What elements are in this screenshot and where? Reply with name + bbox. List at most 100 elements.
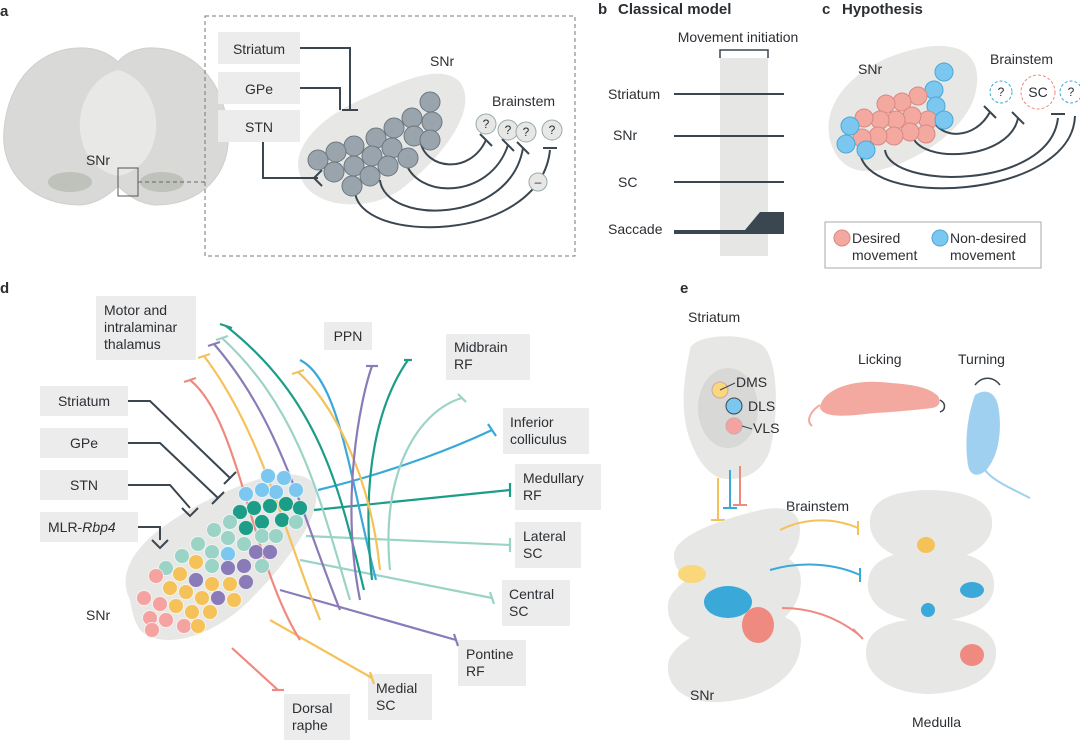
d-mlr-prefix: MLR- xyxy=(48,519,83,535)
neuron xyxy=(268,528,284,544)
neuron xyxy=(236,536,252,552)
neuron xyxy=(220,546,236,562)
c-legend-box xyxy=(824,221,1042,269)
e-striatum-label: Striatum xyxy=(688,309,740,325)
panel-e: e Striatum DMS DLS VLS Licking Turning B xyxy=(667,280,1031,730)
d-pontine-rf-1: Pontine xyxy=(466,646,514,662)
neuron xyxy=(222,576,238,592)
neuron xyxy=(172,566,188,582)
neuron xyxy=(236,558,252,574)
neuron xyxy=(246,500,262,516)
e-turning-mouse-icon xyxy=(966,377,1031,499)
projection-terminal xyxy=(488,591,496,605)
panel-b-title: Classical model xyxy=(618,1,731,18)
projection-terminal xyxy=(291,368,305,376)
a-neuron-cluster xyxy=(307,91,443,197)
b-initiation-bracket xyxy=(719,49,769,58)
neuron xyxy=(222,514,238,530)
a-snr-label: SNr xyxy=(430,53,454,69)
neuron xyxy=(174,548,190,564)
d-inferior-colliculus-box xyxy=(503,408,589,454)
d-midbrain-rf-box xyxy=(446,334,530,380)
e-dms-leader xyxy=(719,382,736,391)
d-central-sc-2: SC xyxy=(509,603,528,619)
a-unknown-1 xyxy=(475,113,497,135)
a-unknown-3 xyxy=(515,121,537,143)
panel-d: d Motor and intralaminar thalamus PPN Mi… xyxy=(0,280,601,740)
a-input-lines xyxy=(262,47,358,187)
neuron xyxy=(343,135,365,157)
e-brainstem-projections xyxy=(769,519,864,640)
desired-neuron xyxy=(884,126,904,146)
neuron xyxy=(254,514,270,530)
projection-line xyxy=(299,558,493,600)
e-medulla-blue-region-2 xyxy=(921,603,935,617)
e-striatal-projections xyxy=(711,466,747,521)
projection-line xyxy=(387,396,463,571)
b-row-snr: SNr xyxy=(613,127,637,143)
e-licking-mouse-icon xyxy=(808,381,946,427)
projection-line xyxy=(231,647,279,691)
e-snr-label: SNr xyxy=(690,687,714,703)
d-neuron-cluster xyxy=(136,468,308,638)
panel-a: a SNr Striatum GPe STN SNr Brainstem xyxy=(0,3,576,257)
neuron xyxy=(341,175,363,197)
c-unknown-left-label: ? xyxy=(998,85,1005,99)
d-inferior-colliculus-1: Inferior xyxy=(510,414,554,430)
b-movement-initiation-label: Movement initiation xyxy=(678,29,799,45)
c-brainstem-label: Brainstem xyxy=(990,51,1053,67)
projection-line xyxy=(305,534,511,547)
a-stn-label: STN xyxy=(245,119,273,135)
d-medial-sc-box xyxy=(368,674,432,720)
desired-neuron xyxy=(876,94,896,114)
c-legend-desired-1: Desired xyxy=(852,230,900,246)
projection-line xyxy=(299,359,378,581)
desired-neuron xyxy=(868,126,888,146)
neuron xyxy=(359,165,381,187)
neuron xyxy=(162,580,178,596)
a-unknown-3-label: ? xyxy=(523,125,530,139)
d-lateral-sc-box xyxy=(515,522,581,568)
projection-terminal xyxy=(207,340,221,348)
d-medullary-rf-1: Medullary xyxy=(523,470,584,486)
neuron xyxy=(292,500,308,516)
a-unknown-4 xyxy=(541,119,563,141)
b-row-striatum: Striatum xyxy=(608,86,660,102)
neuron xyxy=(190,536,206,552)
neuron xyxy=(148,568,164,584)
d-snr-label: SNr xyxy=(86,607,110,623)
e-snr-blue-region xyxy=(704,586,752,618)
a-unknown-4-label: ? xyxy=(549,123,556,137)
d-pontine-rf-2: RF xyxy=(466,663,485,679)
neuron xyxy=(323,161,345,183)
neuron xyxy=(194,590,210,606)
c-unknown-right xyxy=(1059,80,1080,104)
neuron xyxy=(260,468,276,484)
a-gpe-box xyxy=(218,72,300,104)
nondesired-neuron xyxy=(856,140,876,160)
neuron xyxy=(158,612,174,628)
neuron xyxy=(204,544,220,560)
neuron xyxy=(254,482,270,498)
projection-line xyxy=(317,429,493,492)
neuron xyxy=(397,147,419,169)
neuron xyxy=(288,482,304,498)
e-turning-label: Turning xyxy=(958,351,1005,367)
a-minus-target xyxy=(528,172,548,192)
neuron xyxy=(220,560,236,576)
d-inferior-colliculus-2: colliculus xyxy=(510,431,567,447)
d-medial-sc-1: Medial xyxy=(376,680,417,696)
neuron xyxy=(152,596,168,612)
projection-line xyxy=(313,488,511,512)
neuron xyxy=(188,554,204,570)
d-thalamus-1: Motor and xyxy=(104,302,167,318)
neuron xyxy=(238,574,254,590)
d-dorsal-raphe-1: Dorsal xyxy=(292,700,332,716)
d-mlr-box xyxy=(40,512,138,542)
b-row-saccade: Saccade xyxy=(608,221,663,237)
nondesired-neuron xyxy=(934,62,954,82)
c-legend-nondesired-2: movement xyxy=(950,247,1015,263)
d-stn-box xyxy=(40,470,128,500)
panel-b-letter: b xyxy=(598,1,607,18)
